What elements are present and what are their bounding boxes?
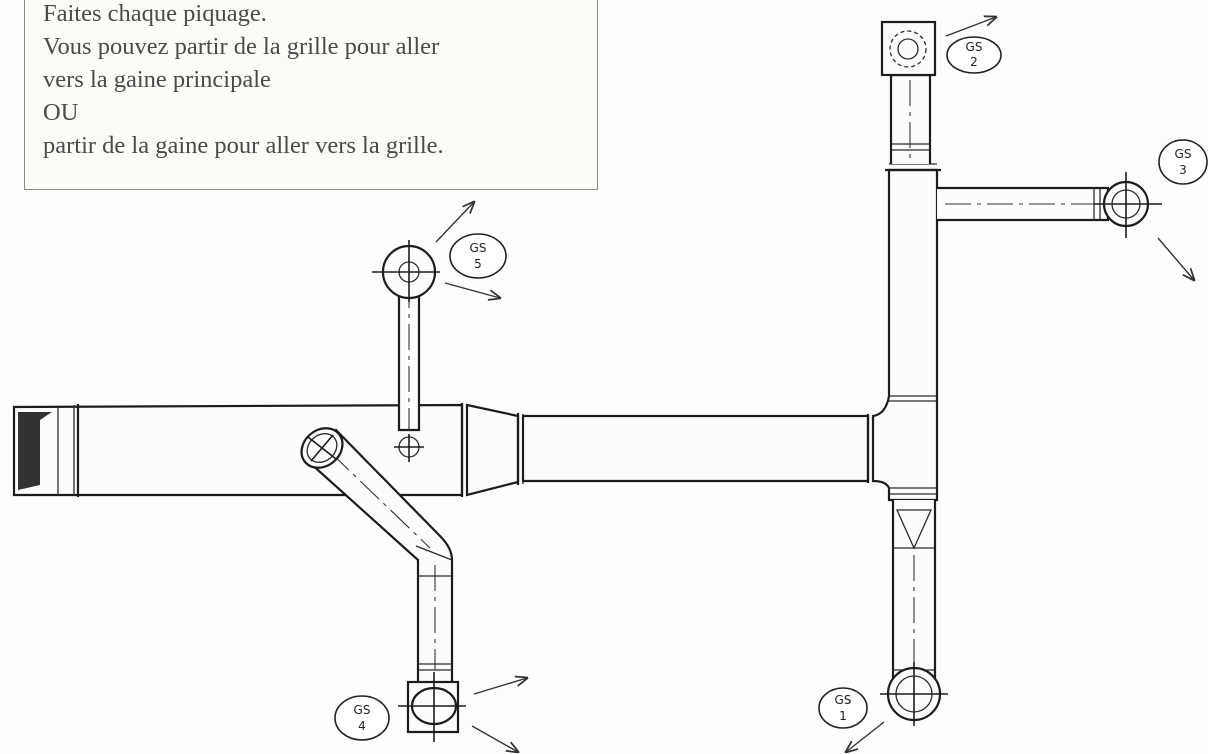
grille-tag-gs5-prefix: GS	[470, 241, 487, 255]
grille-tag-gs3-number: 3	[1179, 163, 1187, 177]
grille-gs5: GS 5	[372, 202, 507, 302]
grille-gs4: GS 4	[334, 672, 527, 752]
airflow-arrow	[471, 725, 518, 752]
grille-tag-gs3-prefix: GS	[1175, 147, 1192, 161]
grille-tag-gs2-number: 2	[970, 55, 978, 69]
airflow-arrow	[945, 17, 996, 37]
airflow-arrow	[444, 282, 500, 298]
grille-tag-gs1	[818, 687, 868, 729]
grille-tag-gs4-prefix: GS	[354, 703, 371, 717]
airflow-arrow	[1157, 237, 1194, 280]
grille-tag-gs2-prefix: GS	[966, 40, 983, 54]
airflow-arrow	[846, 721, 885, 752]
grille-tag-gs4-number: 4	[358, 719, 366, 733]
grille-tag-gs1-prefix: GS	[835, 693, 852, 707]
instruction-box: Faites chaque piquage. Vous pouvez parti…	[24, 0, 598, 190]
grille-tag-gs2	[946, 36, 1002, 74]
main-duct	[12, 403, 874, 497]
airflow-arrow	[473, 678, 527, 695]
grille-tag-gs5-number: 5	[474, 257, 482, 271]
grille-tag-gs4	[334, 695, 390, 741]
duct-end-cap	[18, 412, 52, 490]
branch-gs5	[394, 272, 424, 462]
airflow-arrow	[435, 202, 474, 243]
grille-gs1: GS 1	[818, 662, 948, 752]
grille-gs2: GS 2	[880, 17, 1002, 77]
instruction-line-3: vers la gaine principale	[43, 66, 271, 93]
grille-tag-gs1-number: 1	[839, 709, 847, 723]
grille-tag-gs3	[1158, 139, 1208, 185]
instruction-line-1: Faites chaque piquage.	[43, 0, 267, 27]
vertical-riser	[871, 73, 1110, 692]
instruction-line-2: Vous pouvez partir de la grille pour all…	[43, 33, 440, 60]
grille-tag-gs5	[449, 233, 507, 279]
instruction-line-5: partir de la gaine pour aller vers la gr…	[43, 132, 444, 159]
grille-gs3: GS 3	[1094, 139, 1208, 280]
instruction-line-4: OU	[43, 99, 79, 126]
